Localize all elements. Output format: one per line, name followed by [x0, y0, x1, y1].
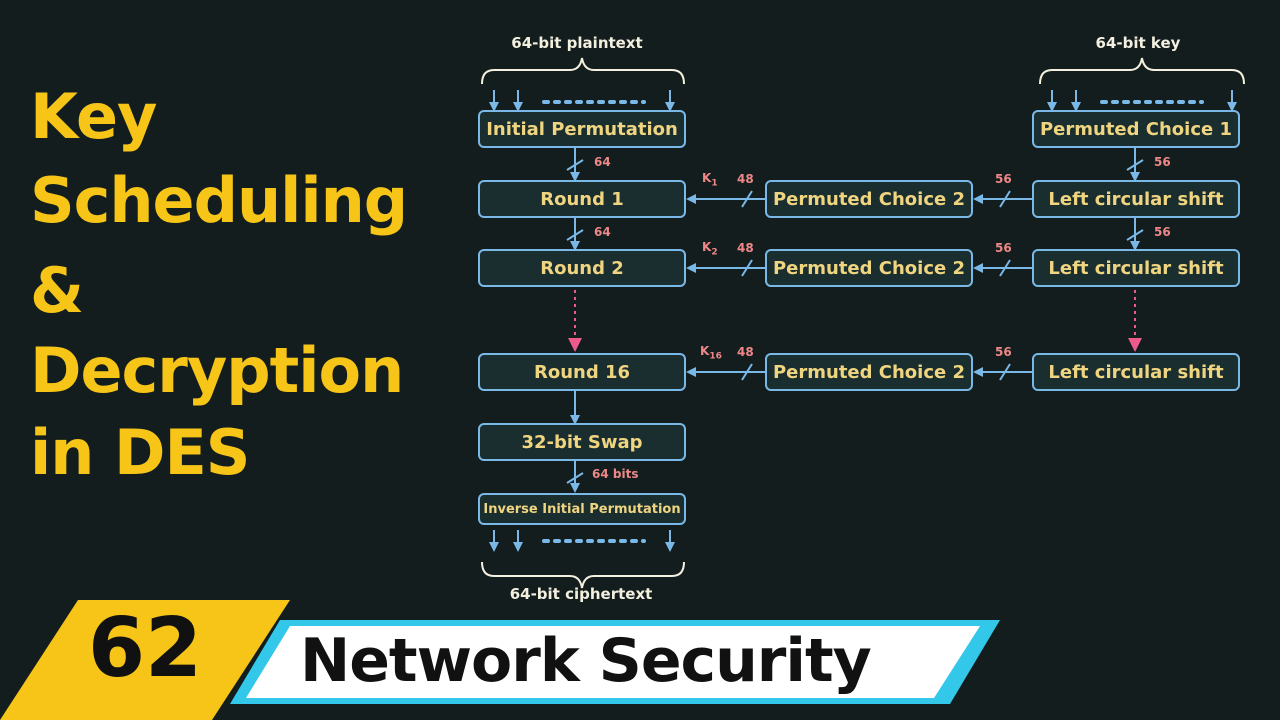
- subkey-index: 1: [711, 178, 718, 189]
- round-1-box: Round 1: [478, 180, 686, 218]
- ciphertext-brace: [481, 561, 685, 589]
- subkey-symbol: K: [702, 240, 712, 254]
- series-title: Network Security: [300, 626, 872, 696]
- title-line-1: Key: [30, 80, 157, 153]
- left-circular-shift-box-2: Left circular shift: [1032, 249, 1240, 287]
- swap-text: 32-bit Swap: [521, 431, 643, 453]
- ciphertext-label: 64-bit ciphertext: [509, 585, 653, 603]
- bits-label-56: 56: [995, 241, 1012, 255]
- title-line-2: Scheduling: [30, 164, 408, 237]
- bits-label-48: 48: [737, 172, 754, 186]
- permuted-choice-2-box-2: Permuted Choice 2: [765, 249, 973, 287]
- bits-label-64: 64: [594, 155, 611, 169]
- bits-label-56: 56: [1154, 225, 1171, 239]
- round-1-text: Round 1: [540, 188, 624, 210]
- subkey-symbol: K: [702, 171, 712, 185]
- permuted-choice-2-text: Permuted Choice 2: [772, 361, 966, 383]
- permuted-choice-2-text: Permuted Choice 2: [772, 257, 966, 279]
- left-circular-shift-text: Left circular shift: [1048, 188, 1224, 210]
- key-brace: [1039, 57, 1245, 85]
- bits-label-48: 48: [737, 345, 754, 359]
- inverse-initial-permutation-text: Inverse Initial Permutation: [483, 501, 681, 517]
- permuted-choice-1-text: Permuted Choice 1: [1039, 118, 1233, 140]
- bits-label-56: 56: [995, 172, 1012, 186]
- subkey-index: 2: [711, 247, 718, 258]
- bits-label-64-bits: 64 bits: [592, 467, 639, 481]
- episode-number: 62: [87, 601, 203, 696]
- subkey-symbol: K: [700, 344, 710, 358]
- bits-label-56: 56: [1154, 155, 1171, 169]
- round-2-text: Round 2: [540, 257, 624, 279]
- title-line-3: &: [30, 254, 84, 327]
- plaintext-label: 64-bit plaintext: [511, 34, 643, 52]
- series-banner-background: [246, 626, 980, 698]
- round-16-box: Round 16: [478, 353, 686, 391]
- round-2-box: Round 2: [478, 249, 686, 287]
- swap-box: 32-bit Swap: [478, 423, 686, 461]
- permuted-choice-1-box: Permuted Choice 1: [1032, 110, 1240, 148]
- bits-label-56: 56: [995, 345, 1012, 359]
- permuted-choice-2-box-16: Permuted Choice 2: [765, 353, 973, 391]
- bits-label-64: 64: [594, 225, 611, 239]
- plaintext-brace: [481, 57, 685, 85]
- subkey-k16-label: K16: [700, 344, 722, 361]
- title-line-5: in DES: [30, 416, 250, 489]
- inverse-initial-permutation-box: Inverse Initial Permutation: [478, 493, 686, 525]
- bits-label-48: 48: [737, 241, 754, 255]
- subkey-k1-label: K1: [702, 171, 718, 188]
- permuted-choice-2-box-1: Permuted Choice 2: [765, 180, 973, 218]
- subkey-index: 16: [709, 351, 722, 362]
- left-circular-shift-box-1: Left circular shift: [1032, 180, 1240, 218]
- subkey-k2-label: K2: [702, 240, 718, 257]
- permuted-choice-2-text: Permuted Choice 2: [772, 188, 966, 210]
- left-circular-shift-text: Left circular shift: [1048, 257, 1224, 279]
- title-line-4: Decryption: [30, 334, 404, 407]
- left-circular-shift-text: Left circular shift: [1048, 361, 1224, 383]
- key-label: 64-bit key: [1095, 34, 1181, 52]
- initial-permutation-box: Initial Permutation: [478, 110, 686, 148]
- round-16-text: Round 16: [533, 361, 631, 383]
- initial-permutation-text: Initial Permutation: [486, 118, 678, 140]
- left-circular-shift-box-16: Left circular shift: [1032, 353, 1240, 391]
